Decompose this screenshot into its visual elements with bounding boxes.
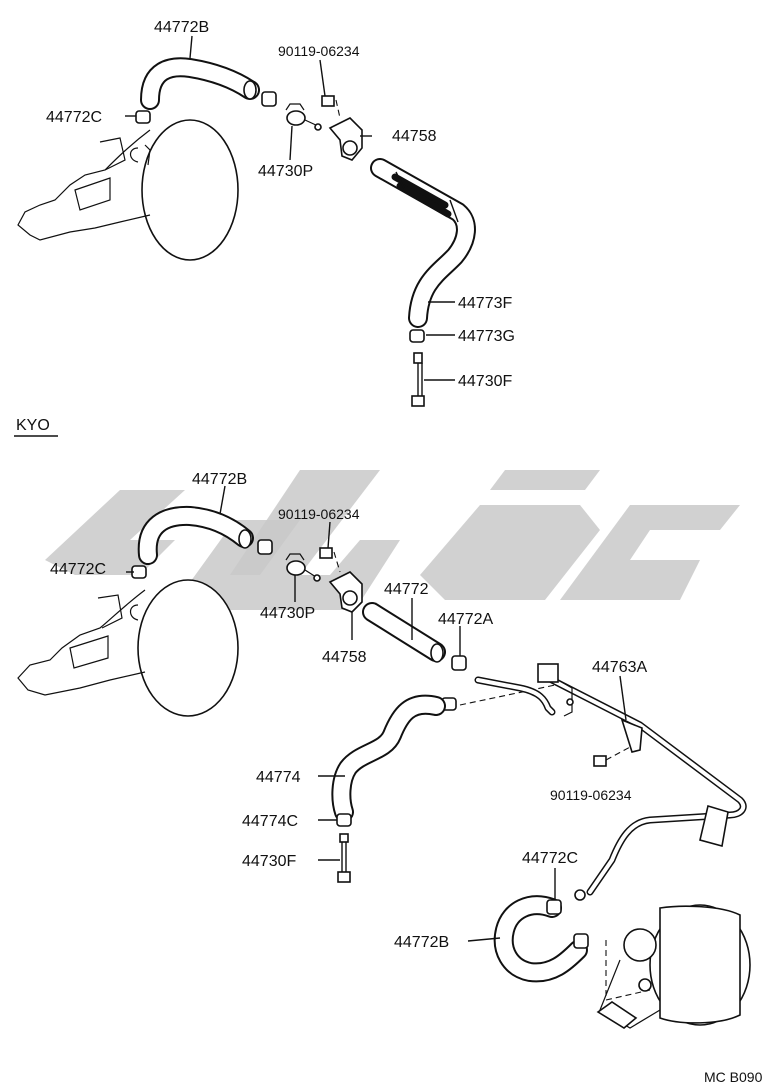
guide-line bbox=[459, 683, 561, 706]
bolt-icon bbox=[593, 745, 633, 767]
clamp-icon bbox=[573, 933, 589, 949]
label-90119-top: 90119-06234 bbox=[278, 43, 360, 59]
hose-44772B-top bbox=[140, 57, 260, 110]
label-44772C-top: 44772C bbox=[46, 109, 102, 126]
clamp-icon bbox=[257, 539, 273, 555]
label-44772B-top: 44772B bbox=[154, 19, 209, 36]
check-valve-icon bbox=[285, 103, 322, 131]
clamp-icon bbox=[336, 813, 352, 827]
clamp-icon bbox=[135, 110, 151, 124]
hose-44774 bbox=[331, 694, 446, 822]
bolt-icon bbox=[319, 547, 341, 573]
label-44772: 44772 bbox=[384, 581, 429, 598]
clamp-icon bbox=[131, 565, 147, 579]
bracket-icon bbox=[328, 117, 363, 161]
brake-booster-icon bbox=[17, 119, 239, 261]
footer-code: MC B090 bbox=[704, 1069, 763, 1085]
variant-label: KYO bbox=[16, 417, 50, 434]
clamp-icon bbox=[546, 899, 562, 915]
label-44758-top: 44758 bbox=[392, 128, 437, 145]
pipe-44763A bbox=[474, 663, 747, 901]
clamp-icon bbox=[261, 91, 277, 107]
label-44774C: 44774C bbox=[242, 813, 298, 830]
clamp-icon bbox=[451, 655, 467, 671]
label-90119-b: 90119-06234 bbox=[550, 787, 632, 803]
top-assembly: 44772B 44772C 90119-06234 44758 44730P 4… bbox=[17, 19, 515, 407]
hose-44772B-bottom bbox=[493, 895, 588, 983]
label-44774: 44774 bbox=[256, 769, 301, 786]
label-44730P: 44730P bbox=[260, 605, 315, 622]
label-44773F: 44773F bbox=[458, 295, 512, 312]
vacuum-tank-icon bbox=[596, 904, 751, 1029]
bolt-icon bbox=[337, 833, 351, 883]
bolt-icon bbox=[321, 95, 341, 119]
label-44772A: 44772A bbox=[438, 611, 493, 628]
label-44763A: 44763A bbox=[592, 659, 647, 676]
label-44773G: 44773G bbox=[458, 328, 515, 345]
hose-44772B bbox=[137, 505, 254, 565]
label-44730F: 44730F bbox=[242, 853, 296, 870]
brake-booster-icon bbox=[17, 579, 239, 717]
label-90119: 90119-06234 bbox=[278, 506, 360, 522]
label-44772B-b: 44772B bbox=[394, 934, 449, 951]
label-44772C: 44772C bbox=[50, 561, 106, 578]
label-44730F-top: 44730F bbox=[458, 373, 512, 390]
bottom-assembly: 44772B 44772C 90119-06234 44730P 44758 4… bbox=[17, 471, 751, 1029]
bolt-icon bbox=[411, 352, 425, 407]
label-44758: 44758 bbox=[322, 649, 367, 666]
clamp-icon bbox=[409, 329, 425, 343]
label-44772B: 44772B bbox=[192, 471, 247, 488]
label-44772C-b: 44772C bbox=[522, 850, 578, 867]
label-44730P-top: 44730P bbox=[258, 163, 313, 180]
bracket-icon bbox=[328, 571, 363, 613]
hose-44773F bbox=[370, 158, 476, 328]
hose-44772 bbox=[362, 602, 446, 663]
check-valve-icon bbox=[285, 553, 321, 582]
